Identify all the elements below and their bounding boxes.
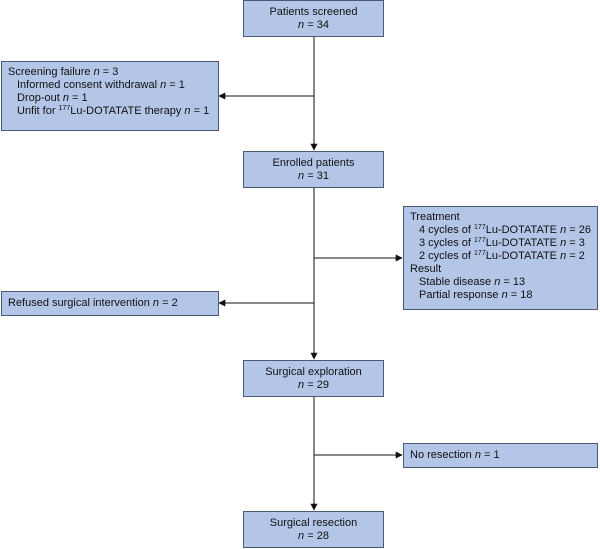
screened-count: n = 34	[298, 18, 329, 31]
result-heading: Result	[410, 263, 442, 275]
treatment-item: 2 cycles of 177Lu-DOTATATE n = 2	[419, 250, 585, 262]
box-screening-failure: Screening failure n = 3 Informed consent…	[1, 61, 219, 131]
box-patients-screened: Patients screened n = 34	[243, 0, 384, 37]
result-item: Stable disease n = 13	[419, 276, 526, 288]
failure-item: Informed consent withdrawal n = 1	[17, 79, 185, 91]
exploration-title: Surgical exploration	[265, 365, 362, 378]
treatment-item: 3 cycles of 177Lu-DOTATATE n = 3	[419, 237, 585, 249]
exploration-count: n = 29	[298, 378, 329, 391]
result-item: Partial response n = 18	[419, 289, 533, 301]
box-refused-surgery: Refused surgical intervention n = 2	[1, 291, 219, 316]
box-treatment-result: Treatment 4 cycles of 177Lu-DOTATATE n =…	[403, 206, 598, 310]
treatment-item: 4 cycles of 177Lu-DOTATATE n = 26	[419, 224, 592, 236]
screened-title: Patients screened	[269, 5, 358, 18]
failure-item: Drop-out n = 1	[17, 92, 88, 104]
resection-title: Surgical resection	[269, 516, 358, 529]
failure-item: Unfit for 177Lu-DOTATATE therapy n = 1	[17, 105, 210, 117]
resection-count: n = 28	[298, 529, 329, 542]
refused-label: Refused surgical intervention n = 2	[8, 297, 178, 309]
box-surgical-exploration: Surgical exploration n = 29	[243, 360, 384, 397]
box-enrolled-patients: Enrolled patients n = 31	[243, 151, 384, 188]
no-resection-label: No resection n = 1	[410, 449, 500, 461]
treatment-heading: Treatment	[410, 211, 460, 223]
box-no-resection: No resection n = 1	[403, 443, 598, 468]
enrolled-count: n = 31	[298, 169, 329, 182]
failure-heading: Screening failure n = 3	[8, 66, 119, 78]
enrolled-title: Enrolled patients	[272, 156, 355, 169]
box-surgical-resection: Surgical resection n = 28	[243, 511, 384, 548]
